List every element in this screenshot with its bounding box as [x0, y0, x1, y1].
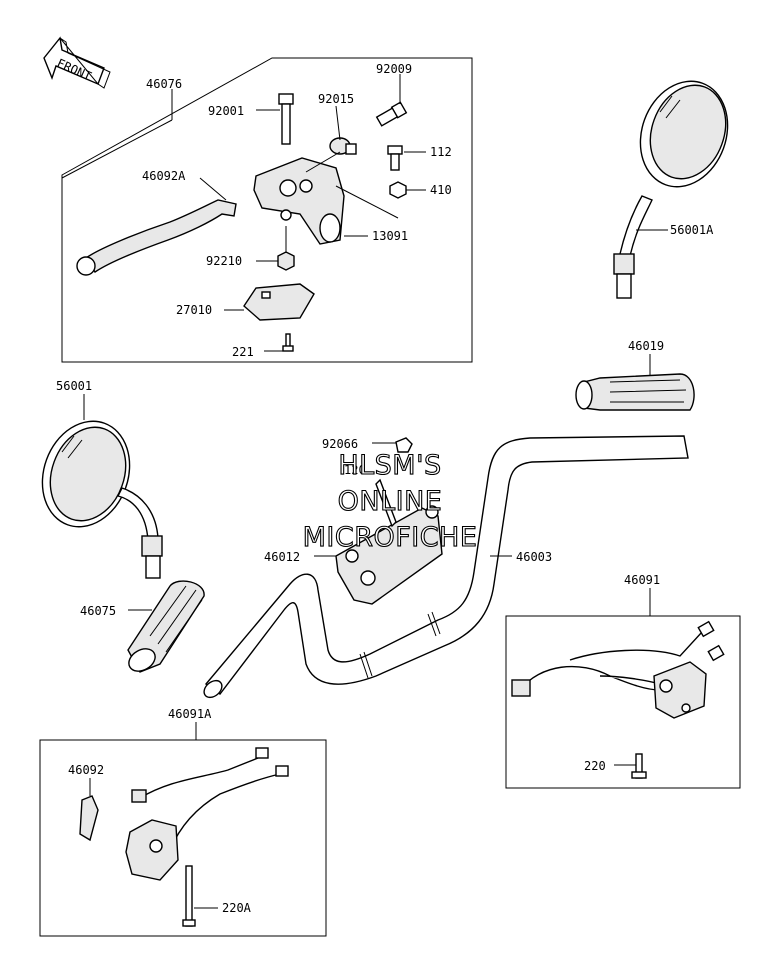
label-92009: 92009	[376, 62, 412, 76]
clutch-switch	[243, 283, 315, 321]
label-46092: 46092	[68, 763, 104, 777]
screw-221	[282, 333, 294, 352]
left-switch-housing	[79, 747, 289, 927]
left-grip	[127, 580, 205, 673]
clutch-lever	[76, 199, 237, 276]
bolt-112	[387, 145, 403, 171]
bolt-120	[375, 478, 397, 528]
label-13091: 13091	[372, 229, 408, 243]
front-arrow-icon: FRONT	[43, 36, 111, 89]
label-27010: 27010	[176, 303, 212, 317]
label-410: 410	[430, 183, 452, 197]
nut-92210	[277, 251, 295, 271]
bolt-92009	[375, 101, 408, 127]
label-46076: 46076	[146, 77, 182, 91]
clutch-lever-assembly-box	[61, 57, 473, 363]
label-46092A: 46092A	[142, 169, 186, 183]
label-46091A: 46091A	[168, 707, 212, 721]
label-56001: 56001	[56, 379, 92, 393]
adjuster-92015	[329, 137, 357, 155]
label-92001: 92001	[208, 104, 244, 118]
watermark-line-3: MICROFICHE	[303, 522, 478, 553]
watermark-line-2: ONLINE	[338, 486, 443, 517]
right-switch-housing	[511, 620, 725, 779]
leader-lines	[61, 74, 668, 909]
watermark-line-1: HLSM'S	[338, 450, 441, 481]
nut-410	[389, 181, 407, 199]
label-221: 221	[232, 345, 254, 359]
left-mirror	[41, 420, 163, 579]
label-46091: 46091	[624, 573, 660, 587]
cap-92066	[395, 437, 413, 453]
label-112: 112	[430, 145, 452, 159]
label-46019: 46019	[628, 339, 664, 353]
label-46012: 46012	[264, 550, 300, 564]
lever-bracket	[253, 157, 345, 245]
label-120: 120	[344, 463, 366, 477]
pivot-bolt-92001	[278, 93, 294, 145]
label-46075: 46075	[80, 604, 116, 618]
label-92066: 92066	[322, 437, 358, 451]
handlebar-holder	[335, 505, 443, 605]
right-mirror	[613, 80, 729, 299]
handlebar	[203, 435, 689, 699]
left-switch-box	[39, 739, 327, 937]
label-92210: 92210	[206, 254, 242, 268]
label-220: 220	[584, 759, 606, 773]
label-56001A: 56001A	[670, 223, 714, 237]
label-220A: 220A	[222, 901, 252, 915]
right-switch-box	[505, 615, 741, 789]
right-grip	[575, 373, 695, 411]
watermark: HLSM'S ONLINE MICROFICHE	[302, 449, 478, 553]
label-46003: 46003	[516, 550, 552, 564]
label-92015: 92015	[318, 92, 354, 106]
